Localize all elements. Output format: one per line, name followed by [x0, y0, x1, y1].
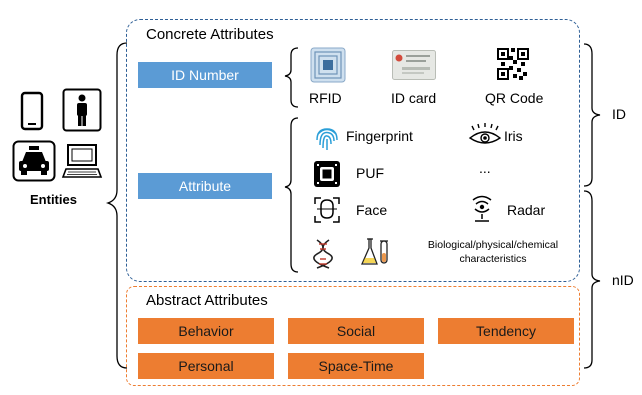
id-number-brace: [284, 47, 299, 108]
behavior-box: Behavior: [138, 318, 274, 344]
face-label: Face: [356, 202, 388, 218]
rfid-label: RFID: [309, 90, 342, 106]
abstract-attributes-region: [126, 286, 580, 386]
bio-label-line2: characteristics: [459, 253, 527, 265]
face-scan-icon: [314, 197, 340, 223]
rfid-chip-icon: [310, 47, 346, 83]
attribute-box: Attribute: [138, 173, 272, 199]
abstract-attributes-title: Abstract Attributes: [146, 292, 268, 309]
id-brace: [583, 43, 601, 187]
computer-icon: [61, 144, 103, 178]
personal-box: Personal: [138, 353, 274, 379]
id-label: ID: [612, 106, 626, 122]
fingerprint-label: Fingerprint: [346, 128, 413, 144]
rgb-circles-icon: [334, 237, 362, 264]
concrete-attributes-title: Concrete Attributes: [146, 26, 274, 43]
puf-label: PUF: [356, 165, 384, 181]
dna-icon: [313, 239, 333, 269]
smartphone-icon: [20, 91, 44, 131]
fingerprint-icon: [316, 128, 338, 150]
attribute-brace: [284, 117, 299, 273]
social-box: Social: [288, 318, 424, 344]
concrete-attributes-region: [126, 19, 580, 282]
ellipsis-label: ...: [479, 160, 491, 176]
qr-code-label: QR Code: [485, 90, 544, 106]
eye-icon: [468, 123, 502, 144]
entities-label: Entities: [30, 192, 77, 207]
person-icon: [62, 88, 102, 132]
qr-code-icon: [497, 48, 529, 80]
nid-label: nID: [612, 272, 634, 288]
id-card-label: ID card: [391, 90, 437, 106]
radar-label: Radar: [507, 202, 546, 218]
tendency-box: Tendency: [438, 318, 574, 344]
id-card-icon: [392, 50, 436, 80]
iris-label: Iris: [504, 128, 523, 144]
radar-icon: [472, 195, 492, 222]
flask-icon: [361, 238, 388, 265]
taxi-icon: [12, 140, 56, 182]
entities-brace: [105, 42, 128, 369]
space-time-box: Space-Time: [288, 353, 424, 379]
chip-icon: [314, 161, 340, 187]
id-number-box: ID Number: [138, 62, 272, 88]
bio-label-line1: Biological/physical/chemical: [427, 239, 559, 251]
nid-brace: [583, 190, 601, 369]
